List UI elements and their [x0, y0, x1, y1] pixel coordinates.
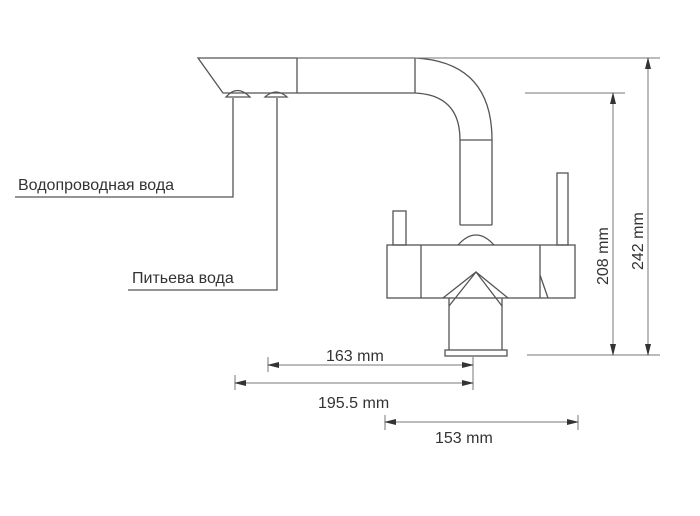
leader-lines [15, 98, 278, 291]
left-handle [392, 210, 407, 246]
label-drinking-water: Питьева вода [132, 270, 234, 287]
faucet-drawing [196, 57, 576, 357]
dimension-195-5: 195.5 mm [318, 395, 389, 412]
nozzle-drinking [263, 91, 289, 98]
faucet-body [386, 244, 576, 299]
faucet-base [444, 349, 508, 357]
label-tap-water: Водопроводная вода [18, 177, 174, 194]
dimension-163: 163 mm [326, 348, 384, 365]
dimension-153: 153 mm [435, 430, 493, 447]
right-handle [556, 172, 569, 246]
nozzle-tap [224, 89, 252, 98]
dimension-242: 242 mm [630, 212, 647, 270]
dimension-208: 208 mm [595, 227, 612, 285]
dimension-lines [234, 57, 660, 430]
